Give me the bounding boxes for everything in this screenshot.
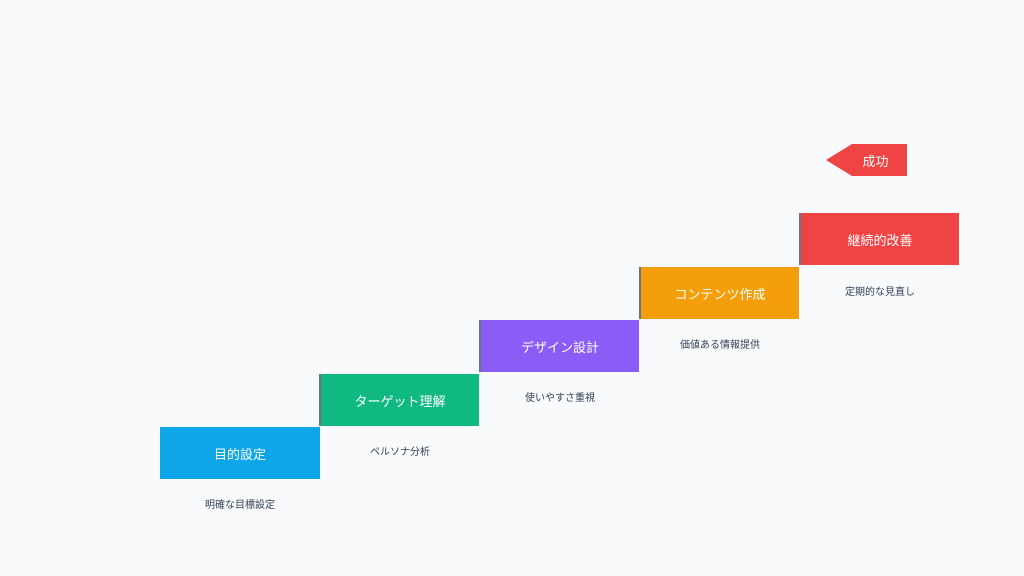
goal-flag: 成功 <box>826 144 907 176</box>
step-design: デザイン設計 <box>479 320 639 372</box>
step-label: 目的設定 <box>213 447 266 463</box>
step-note: 明確な目標設定 <box>205 500 275 511</box>
step-target-understanding: ターゲット理解 <box>319 374 479 426</box>
step-content-creation: コンテンツ作成 <box>639 267 799 319</box>
step-label: 継続的改善 <box>847 233 913 249</box>
arrow-left-flag-icon <box>826 144 907 176</box>
step-note: 使いやすさ重視 <box>525 393 595 404</box>
step-goal-setting: 目的設定 <box>160 427 320 479</box>
step-label: コンテンツ作成 <box>674 287 766 303</box>
step-label: ターゲット理解 <box>354 394 446 410</box>
step-continuous-improvement: 継続的改善 <box>799 213 959 265</box>
step-note: 価値ある情報提供 <box>680 340 760 351</box>
step-note: ペルソナ分析 <box>370 447 430 458</box>
goal-label: 成功 <box>862 154 889 170</box>
step-note: 定期的な見直し <box>845 287 915 298</box>
step-label: デザイン設計 <box>520 340 599 356</box>
